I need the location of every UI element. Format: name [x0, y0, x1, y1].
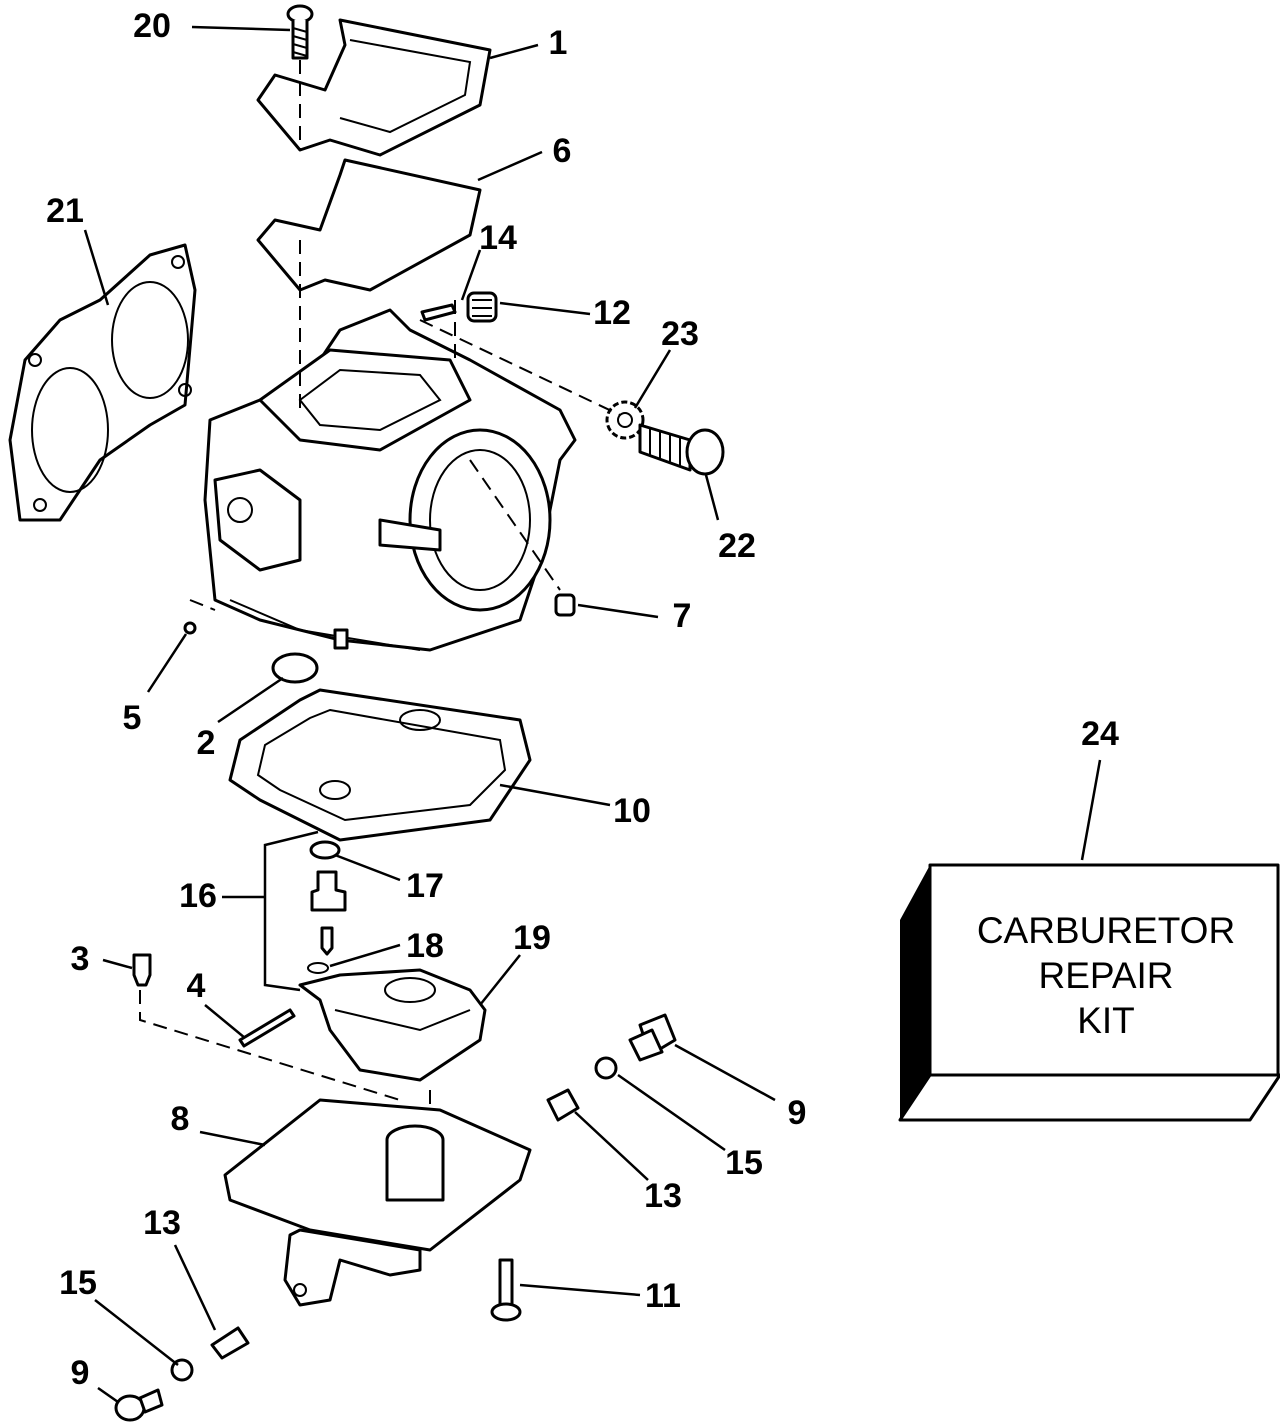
callout-2: 2: [197, 724, 216, 762]
callout-6: 6: [553, 132, 572, 170]
part-2-diaphragm: [271, 652, 319, 684]
part-21-gasket: [8, 243, 197, 522]
callout-1: 1: [549, 24, 568, 62]
part-15-washer-upper: [594, 1056, 618, 1080]
callout-18: 18: [406, 927, 444, 965]
callout-21: 21: [46, 192, 84, 230]
callout-13-upper: 13: [644, 1177, 682, 1215]
callout-15-lower: 15: [59, 1264, 97, 1302]
part-9-screw-upper: [628, 1013, 677, 1062]
part-10-gasket: [228, 688, 532, 842]
part-11-screw: [490, 1258, 522, 1322]
part-9-screw-lower: [114, 1388, 164, 1422]
kit-label-line-1: CARBURETOR: [977, 910, 1235, 951]
callout-9-upper: 9: [788, 1094, 807, 1132]
kit-label-line-2: REPAIR: [1038, 955, 1173, 996]
callout-7: 7: [673, 597, 692, 635]
callout-14: 14: [479, 219, 517, 257]
part-18-clip: [307, 962, 329, 974]
callout-20: 20: [133, 7, 171, 45]
part-20-screw: [286, 4, 314, 60]
callout-22: 22: [718, 527, 756, 565]
callout-24: 24: [1081, 715, 1119, 753]
part-12-jet: [466, 291, 498, 323]
callout-13-lower: 13: [143, 1204, 181, 1242]
callouts: 20 1 6 21 14 12 23 22 7 5 2 24 10 17 16 …: [46, 7, 1119, 1392]
part-8-float-bowl: [223, 1098, 532, 1307]
part-22-bolt: [638, 423, 725, 476]
callout-19: 19: [513, 919, 551, 957]
part-17-o-ring: [309, 840, 341, 860]
callout-23: 23: [661, 315, 699, 353]
part-carburetor-body: [203, 308, 577, 652]
callout-16: 16: [179, 877, 217, 915]
part-4-pin: [238, 1008, 296, 1048]
part-needle-seat: [310, 870, 347, 912]
part-13-jet-upper: [546, 1088, 580, 1122]
kit-label-line-3: KIT: [1077, 1000, 1135, 1041]
part-7-screw: [554, 593, 576, 617]
leader-lines: [83, 25, 1102, 1404]
callout-10: 10: [613, 792, 651, 830]
part-6-gasket: [256, 158, 482, 292]
part-3-screw: [132, 953, 152, 987]
callout-4: 4: [187, 967, 206, 1005]
callout-17: 17: [406, 867, 444, 905]
part-5-ball: [183, 621, 197, 635]
callout-15-upper: 15: [725, 1144, 763, 1182]
part-13-jet-lower: [210, 1326, 250, 1360]
part-24-carburetor-repair-kit: CARBURETOR REPAIR KIT: [898, 863, 1280, 1122]
callout-9-lower: 9: [71, 1354, 90, 1392]
callout-3: 3: [71, 940, 90, 978]
callout-12: 12: [593, 294, 631, 332]
callout-11: 11: [645, 1277, 681, 1315]
part-23-lockwasher: [605, 400, 645, 440]
callout-8: 8: [171, 1100, 190, 1138]
part-needle: [320, 926, 334, 956]
part-19-float: [298, 968, 487, 1082]
part-14-pin: [420, 303, 457, 322]
callout-5: 5: [123, 699, 142, 737]
